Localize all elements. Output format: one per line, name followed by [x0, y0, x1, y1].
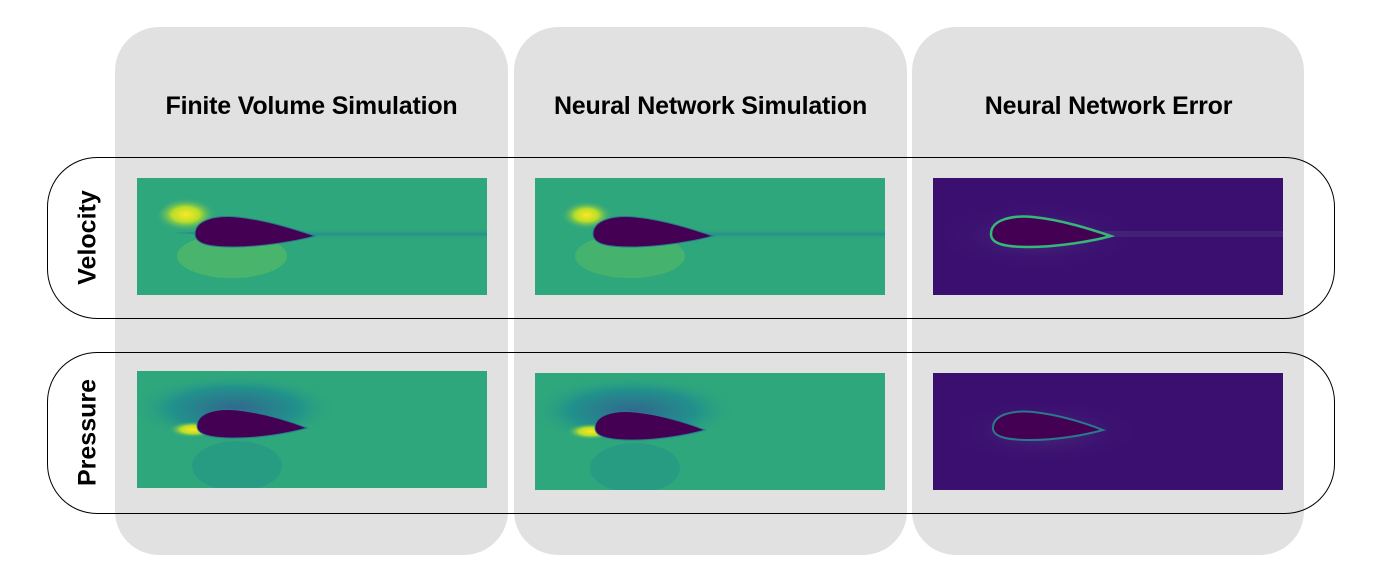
velocity-finite-volume-field [137, 178, 487, 295]
velocity-error-field [933, 178, 1283, 295]
pressure-finite-volume-field [137, 371, 487, 488]
velocity-neural-network-field [535, 178, 885, 295]
row-label-pressure: Pressure [73, 378, 102, 487]
velocity-row-frame [47, 157, 1335, 319]
column-title-finite-volume: Finite Volume Simulation [165, 92, 458, 120]
pressure-row-frame [47, 352, 1335, 514]
column-title-error: Neural Network Error [984, 92, 1233, 120]
column-title-neural-network: Neural Network Simulation [553, 92, 868, 120]
pressure-neural-network-field [535, 373, 885, 490]
row-label-velocity: Velocity [73, 190, 102, 285]
pressure-error-field [933, 373, 1283, 490]
